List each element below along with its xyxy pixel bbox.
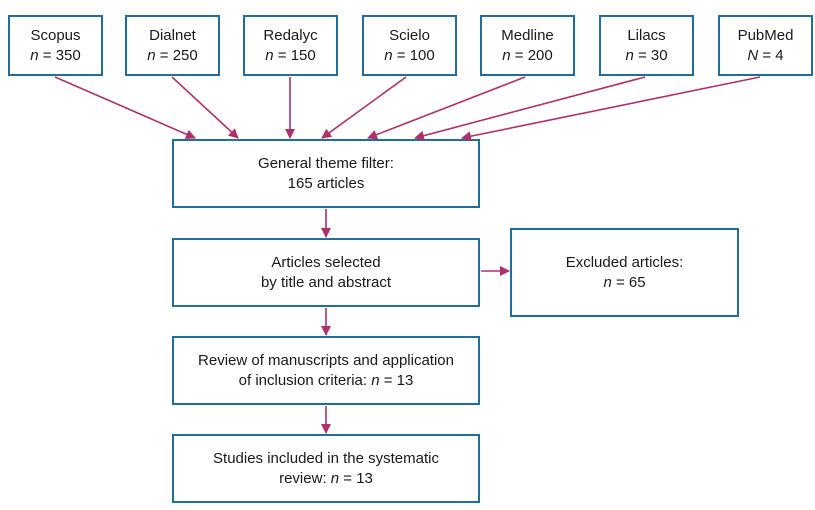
source-name: Scielo (389, 26, 430, 44)
source-count: n = 100 (384, 46, 435, 64)
excluded-count: n = 65 (603, 273, 646, 291)
excluded-title: Excluded articles: (565, 253, 684, 271)
source-count: n = 250 (147, 46, 198, 64)
source-count: n = 30 (625, 46, 668, 64)
source-box-lilacs: Lilacs n = 30 (599, 15, 694, 76)
arrow-medline-to-filter (367, 76, 526, 140)
selected-box: Articles selected by title and abstract (172, 238, 480, 307)
source-box-pubmed: PubMed N = 4 (718, 15, 813, 76)
source-name: Scopus (30, 26, 81, 44)
arrow-pubmed-to-filter (461, 76, 761, 142)
general-filter-title: General theme filter: (258, 154, 394, 172)
source-box-medline: Medline n = 200 (480, 15, 575, 76)
source-count: n = 350 (30, 46, 81, 64)
source-box-scopus: Scopus n = 350 (8, 15, 103, 76)
included-line2: review: n = 13 (279, 469, 373, 487)
selected-line2: by title and abstract (260, 273, 392, 291)
source-box-dialnet: Dialnet n = 250 (125, 15, 220, 76)
source-name: Lilacs (627, 26, 666, 44)
excluded-box: Excluded articles: n = 65 (510, 228, 739, 317)
source-name: Redalyc (263, 26, 318, 44)
source-box-scielo: Scielo n = 100 (362, 15, 457, 76)
source-box-redalyc: Redalyc n = 150 (243, 15, 338, 76)
arrow-scielo-to-filter (321, 76, 407, 139)
included-box: Studies included in the systematic revie… (172, 434, 480, 503)
source-count: n = 150 (265, 46, 316, 64)
review-line1: Review of manuscripts and application (198, 351, 454, 369)
arrow-scopus-to-filter (54, 76, 196, 139)
source-name: Dialnet (149, 26, 196, 44)
selected-line1: Articles selected (271, 253, 381, 271)
arrow-dialnet-to-filter (171, 76, 239, 139)
source-count: n = 200 (502, 46, 553, 64)
general-filter-count: 165 articles (287, 174, 365, 192)
included-line1: Studies included in the systematic (213, 449, 439, 467)
review-line2: of inclusion criteria: n = 13 (238, 371, 414, 389)
source-count: N = 4 (747, 46, 784, 64)
general-filter-box: General theme filter: 165 articles (172, 139, 480, 208)
arrow-lilacs-to-filter (414, 76, 646, 141)
source-name: Medline (501, 26, 554, 44)
review-box: Review of manuscripts and application of… (172, 336, 480, 405)
source-name: PubMed (737, 26, 794, 44)
